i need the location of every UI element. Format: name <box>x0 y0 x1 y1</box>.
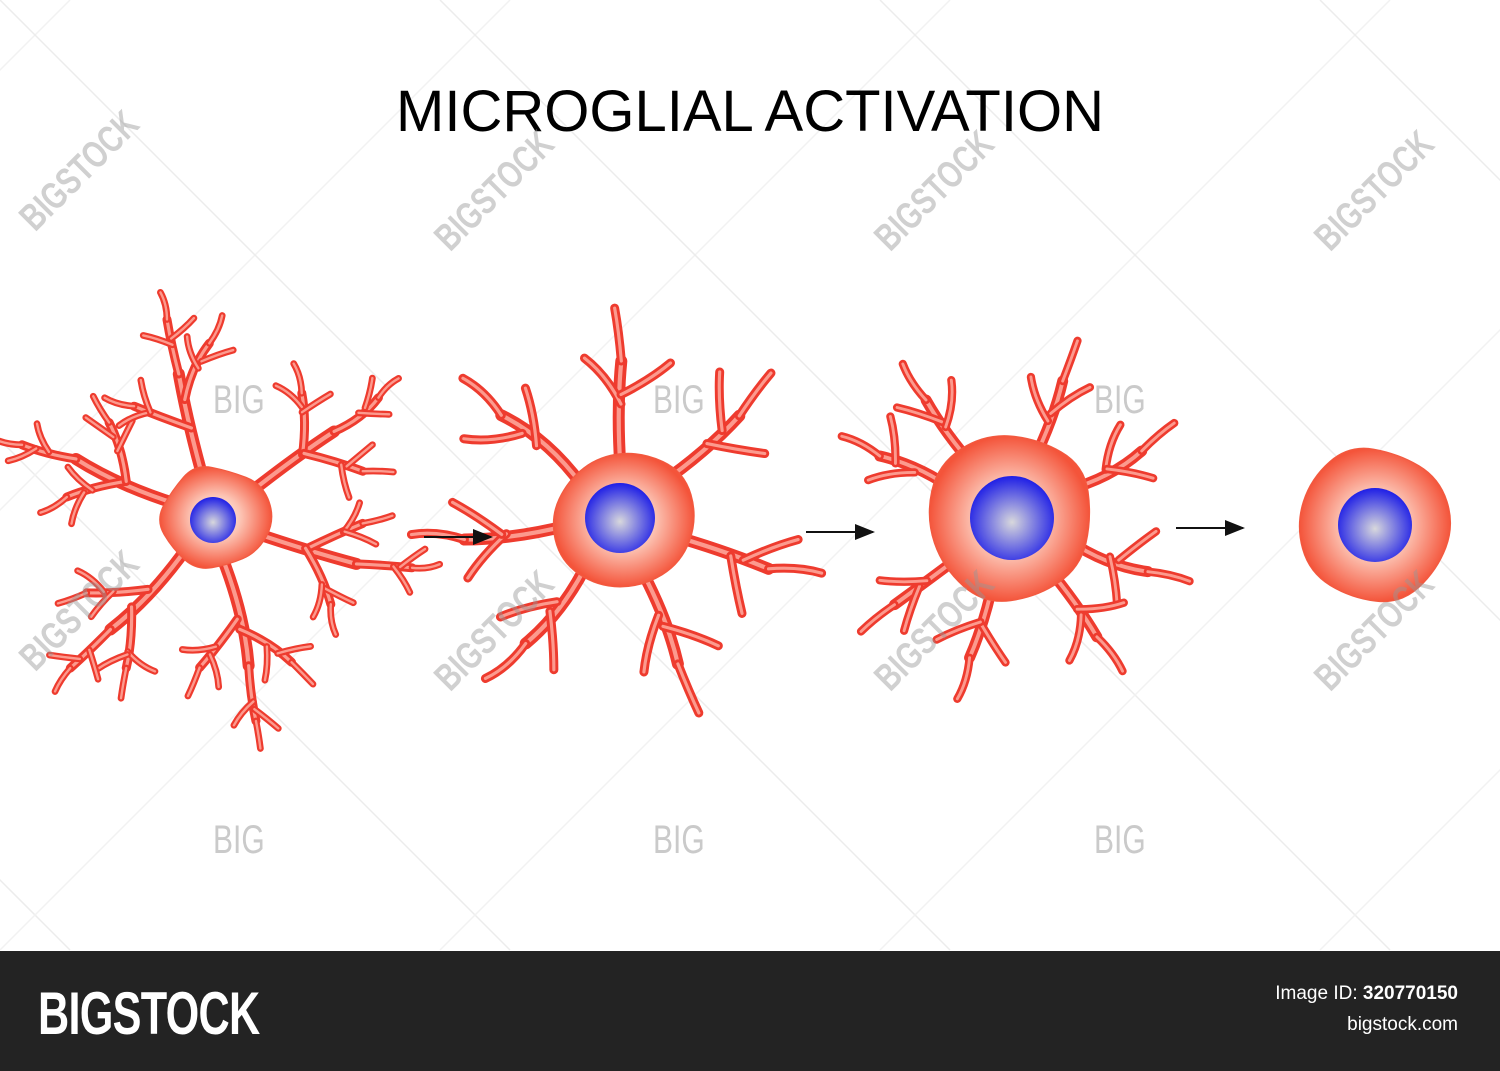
process-branches <box>837 336 1194 703</box>
amoeboid-microglia-icon <box>1298 447 1452 603</box>
process-branches <box>406 303 827 718</box>
nucleus <box>1338 488 1412 562</box>
ramified-microglia-icon <box>0 289 444 752</box>
activated-microglia-icon <box>406 303 827 718</box>
site-link[interactable]: bigstock.com <box>1347 1014 1458 1035</box>
image-id-label: Image ID: <box>1275 983 1358 1004</box>
watermark-big: BIG <box>213 818 265 862</box>
watermark-big: BIG <box>1094 378 1146 422</box>
watermark-big: BIG <box>213 378 265 422</box>
watermark-big: BIG <box>653 818 705 862</box>
nucleus <box>585 483 655 553</box>
microglia-diagram <box>0 0 1500 951</box>
nucleus <box>190 497 236 543</box>
nucleus <box>970 476 1054 560</box>
diagram-title: MICROGLIAL ACTIVATION <box>396 79 1104 144</box>
bigstock-logo: BIGSTOCK <box>38 980 260 1047</box>
footer-bar: BIGSTOCK Image ID: 320770150 bigstock.co… <box>0 951 1500 1071</box>
watermark-big: BIG <box>653 378 705 422</box>
reactive-microglia-icon <box>837 336 1194 703</box>
watermark-big: BIG <box>1094 818 1146 862</box>
image-id-value: 320770150 <box>1362 983 1458 1004</box>
image-id: Image ID: 320770150 <box>1275 983 1458 1005</box>
